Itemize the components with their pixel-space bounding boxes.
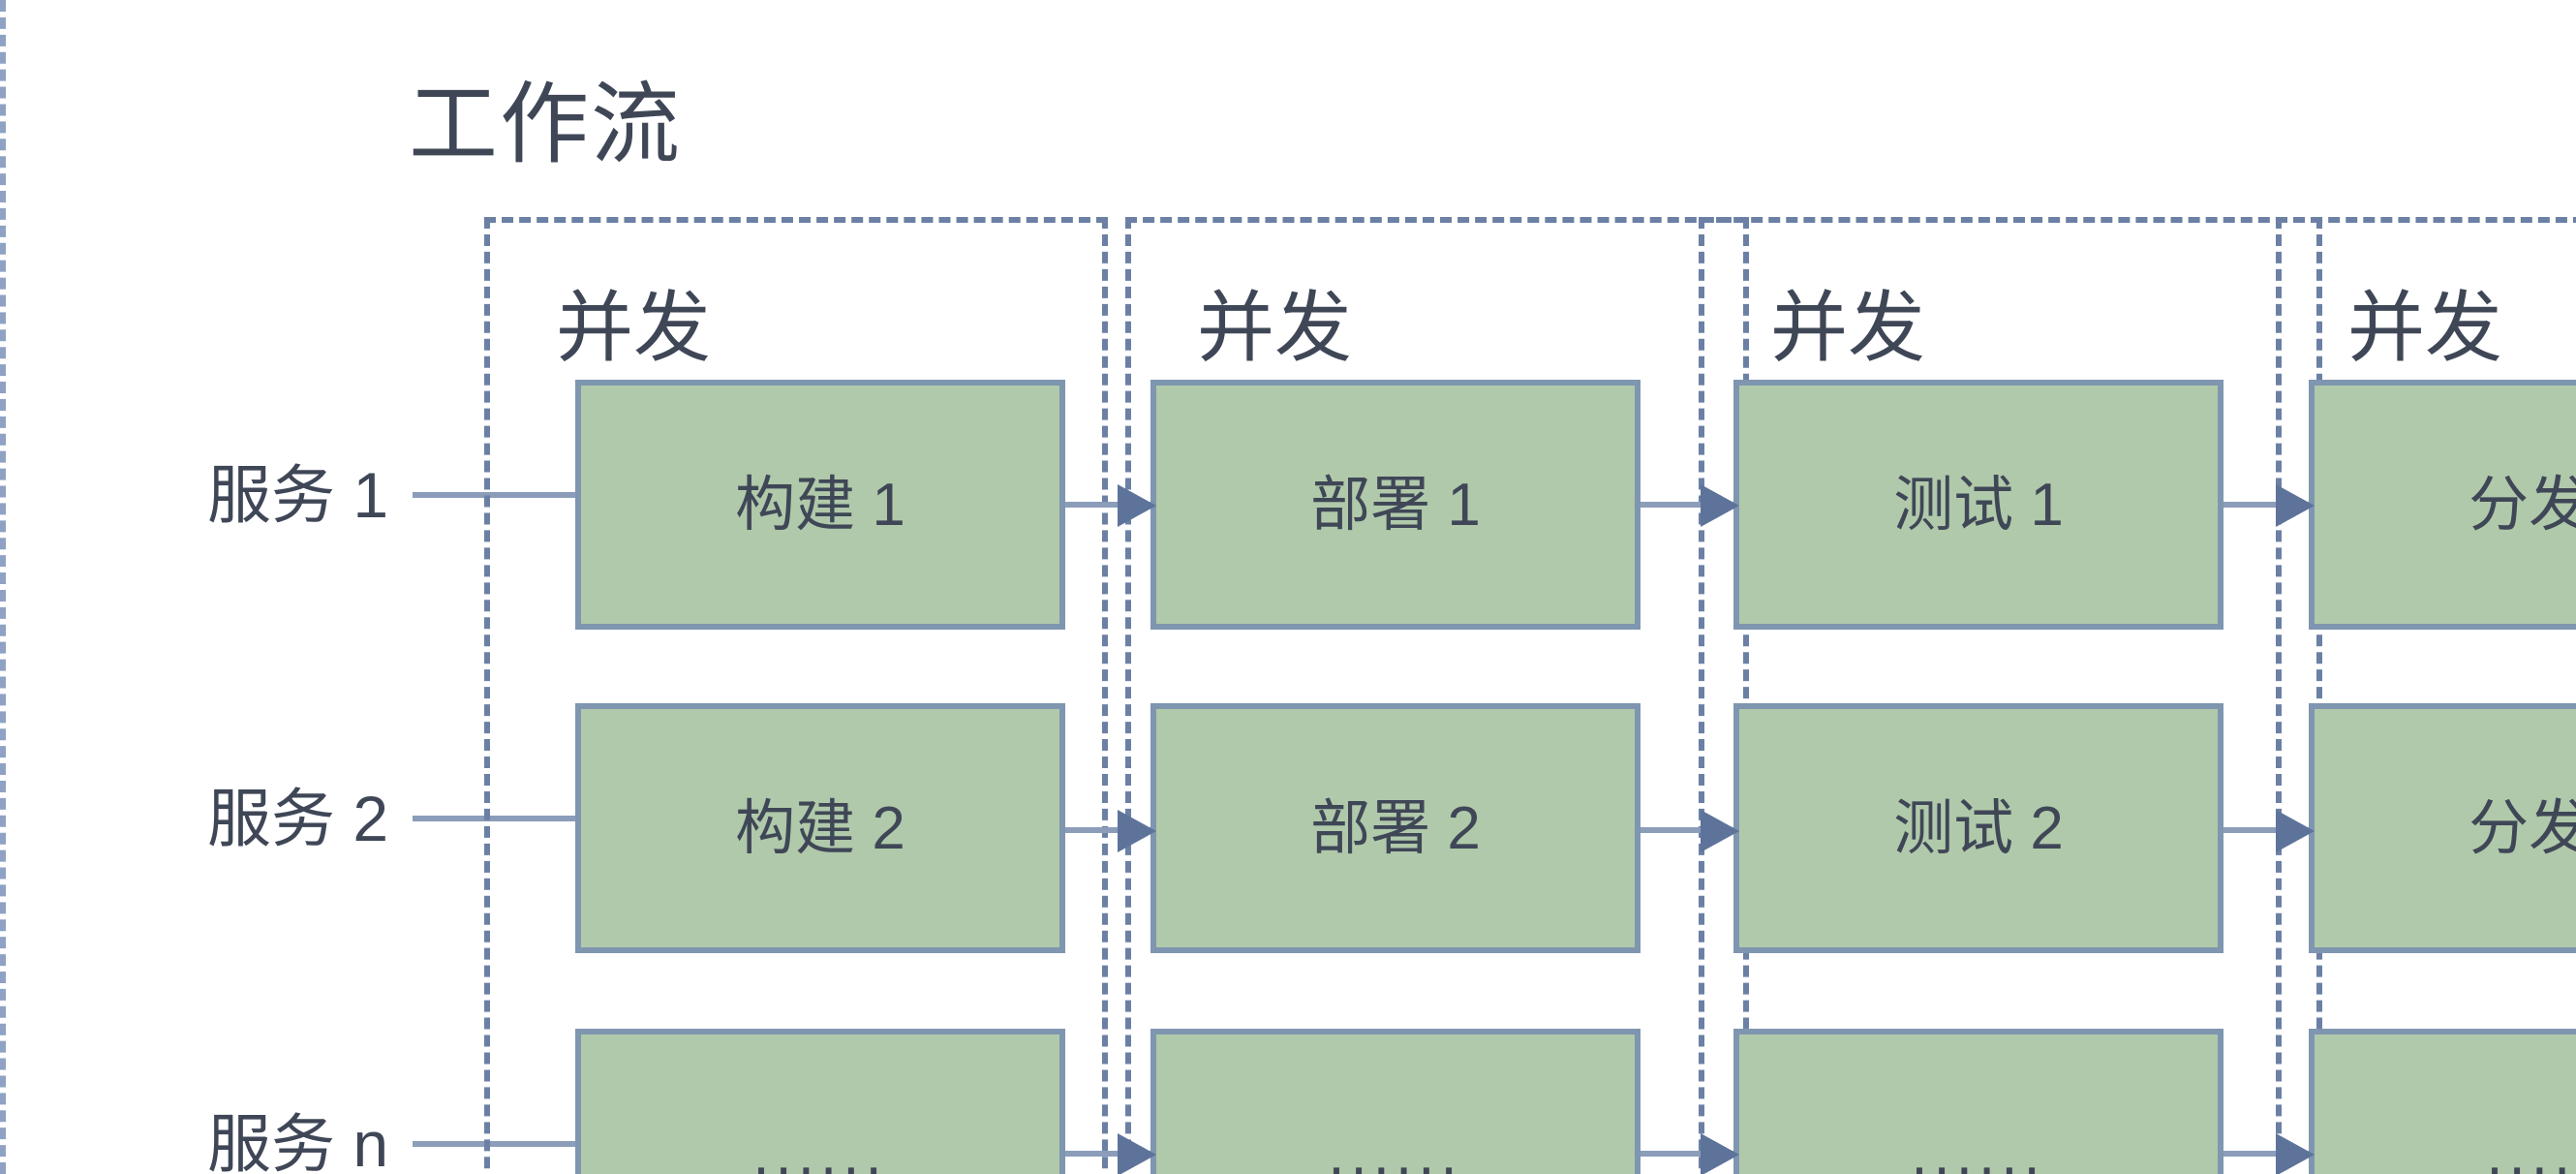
- task-box[interactable]: ......: [575, 1029, 1065, 1174]
- group-label: 并发: [1770, 287, 1925, 372]
- task-box[interactable]: ......: [2309, 1029, 2576, 1174]
- task-label: 构建 1: [735, 471, 905, 539]
- service-label: 服务 1: [207, 458, 389, 530]
- page-title: 工作流: [409, 74, 682, 174]
- task-box[interactable]: ......: [1733, 1029, 2223, 1174]
- task-box[interactable]: 分发 2: [2309, 703, 2576, 953]
- concurrency-group-1: 并发: [484, 217, 1108, 1174]
- task-box[interactable]: ......: [1150, 1029, 1641, 1174]
- step-arrow-icon: [1641, 1151, 1733, 1157]
- task-label: ......: [1328, 1120, 1463, 1174]
- task-label: 分发 2: [2469, 794, 2576, 862]
- group-label: 并发: [1197, 287, 1352, 372]
- concurrency-group-2: 并发: [1125, 217, 1749, 1174]
- task-label: 构建 2: [735, 794, 905, 862]
- task-box[interactable]: 构建 2: [575, 703, 1065, 953]
- task-box[interactable]: 测试 1: [1733, 380, 2223, 630]
- task-box[interactable]: 测试 2: [1733, 703, 2223, 953]
- step-arrow-icon: [1065, 827, 1150, 833]
- task-box[interactable]: 构建 1: [575, 380, 1065, 630]
- step-arrow-icon: [2223, 502, 2309, 508]
- group-label: 并发: [2347, 287, 2502, 372]
- step-arrow-icon: [1641, 827, 1733, 833]
- task-label: ......: [2486, 1120, 2576, 1174]
- group-label: 并发: [556, 287, 711, 372]
- step-arrow-icon: [2223, 827, 2309, 833]
- concurrency-group-3: 并发: [1699, 217, 2322, 1174]
- task-label: 部署 2: [1310, 794, 1481, 862]
- task-label: 测试 1: [1893, 471, 2064, 539]
- task-box[interactable]: 部署 1: [1150, 380, 1641, 630]
- task-label: ......: [752, 1120, 888, 1174]
- step-arrow-icon: [2223, 1151, 2309, 1157]
- task-label: ......: [1911, 1120, 2046, 1174]
- step-arrow-icon: [1065, 502, 1150, 508]
- service-label: 服务 2: [207, 782, 389, 853]
- step-arrow-icon: [1641, 502, 1733, 508]
- task-box[interactable]: 分发 1: [2309, 380, 2576, 630]
- service-label: 服务 n: [207, 1107, 389, 1174]
- step-arrow-icon: [1065, 1151, 1150, 1157]
- task-label: 分发 1: [2469, 471, 2576, 539]
- task-box[interactable]: 部署 2: [1150, 703, 1641, 953]
- task-label: 部署 1: [1310, 471, 1481, 539]
- concurrency-group-4: 并发: [2276, 217, 2576, 1174]
- task-label: 测试 2: [1893, 794, 2064, 862]
